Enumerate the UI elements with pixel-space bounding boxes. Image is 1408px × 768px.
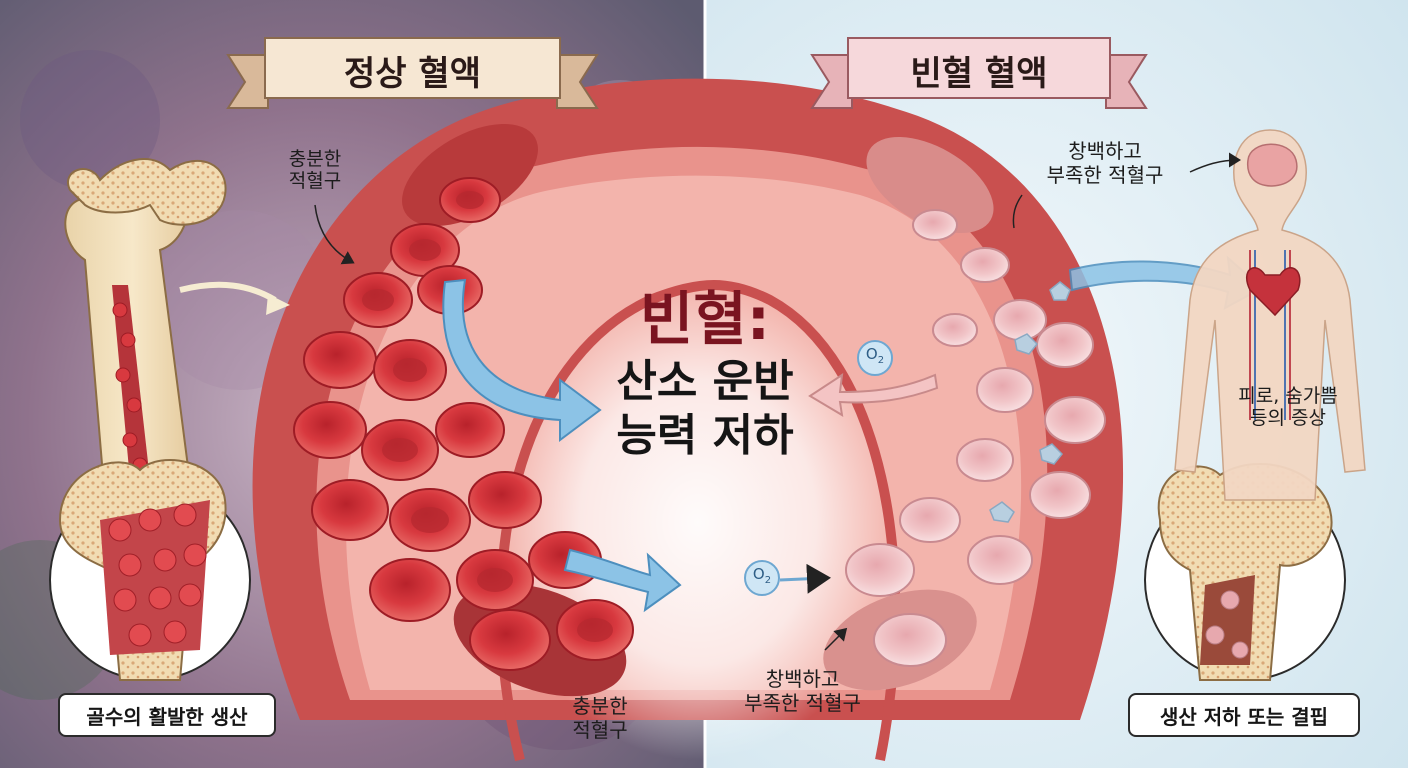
symptom-label: 피로, 숨가쁨 등의 증상 [1238, 385, 1338, 430]
center-title: 빈혈: [640, 285, 770, 353]
left-banner [226, 37, 599, 109]
brain-icon [1246, 143, 1298, 187]
oxygen-label-top: O2 [865, 345, 885, 366]
anemic-blood-title: 빈혈 혈액 [910, 54, 1048, 94]
bone-marrow-label: 골수의 활발한 생산 [58, 693, 276, 737]
right-bottom-callout: 창백하고 부족한 적혈구 [744, 667, 861, 715]
healthy-red-blood-cells [293, 177, 634, 671]
reduced-production-label: 생산 저하 또는 결핍 [1128, 693, 1360, 737]
normal-blood-title: 정상 혈액 [344, 54, 481, 94]
left-top-callout: 충분한 적혈구 [288, 148, 342, 193]
heart-icon [1245, 267, 1301, 317]
deficient-bone-marrow-illustration [1144, 462, 1346, 681]
bone-marrow-illustration [49, 158, 290, 681]
right-top-callout: 창백하고 부족한 적혈구 [1046, 139, 1164, 187]
oxygen-molecule-icon [744, 340, 893, 596]
right-banner [810, 37, 1148, 109]
human-body-icon [1174, 129, 1366, 501]
oxygen-label-bottom: O2 [752, 565, 772, 586]
callout-lines [314, 194, 1023, 651]
center-subtitle: 산소 운반 능력 저하 [616, 356, 794, 461]
left-bottom-callout: 충분한 적혈구 [572, 694, 628, 742]
pale-red-blood-cells [845, 209, 1106, 667]
